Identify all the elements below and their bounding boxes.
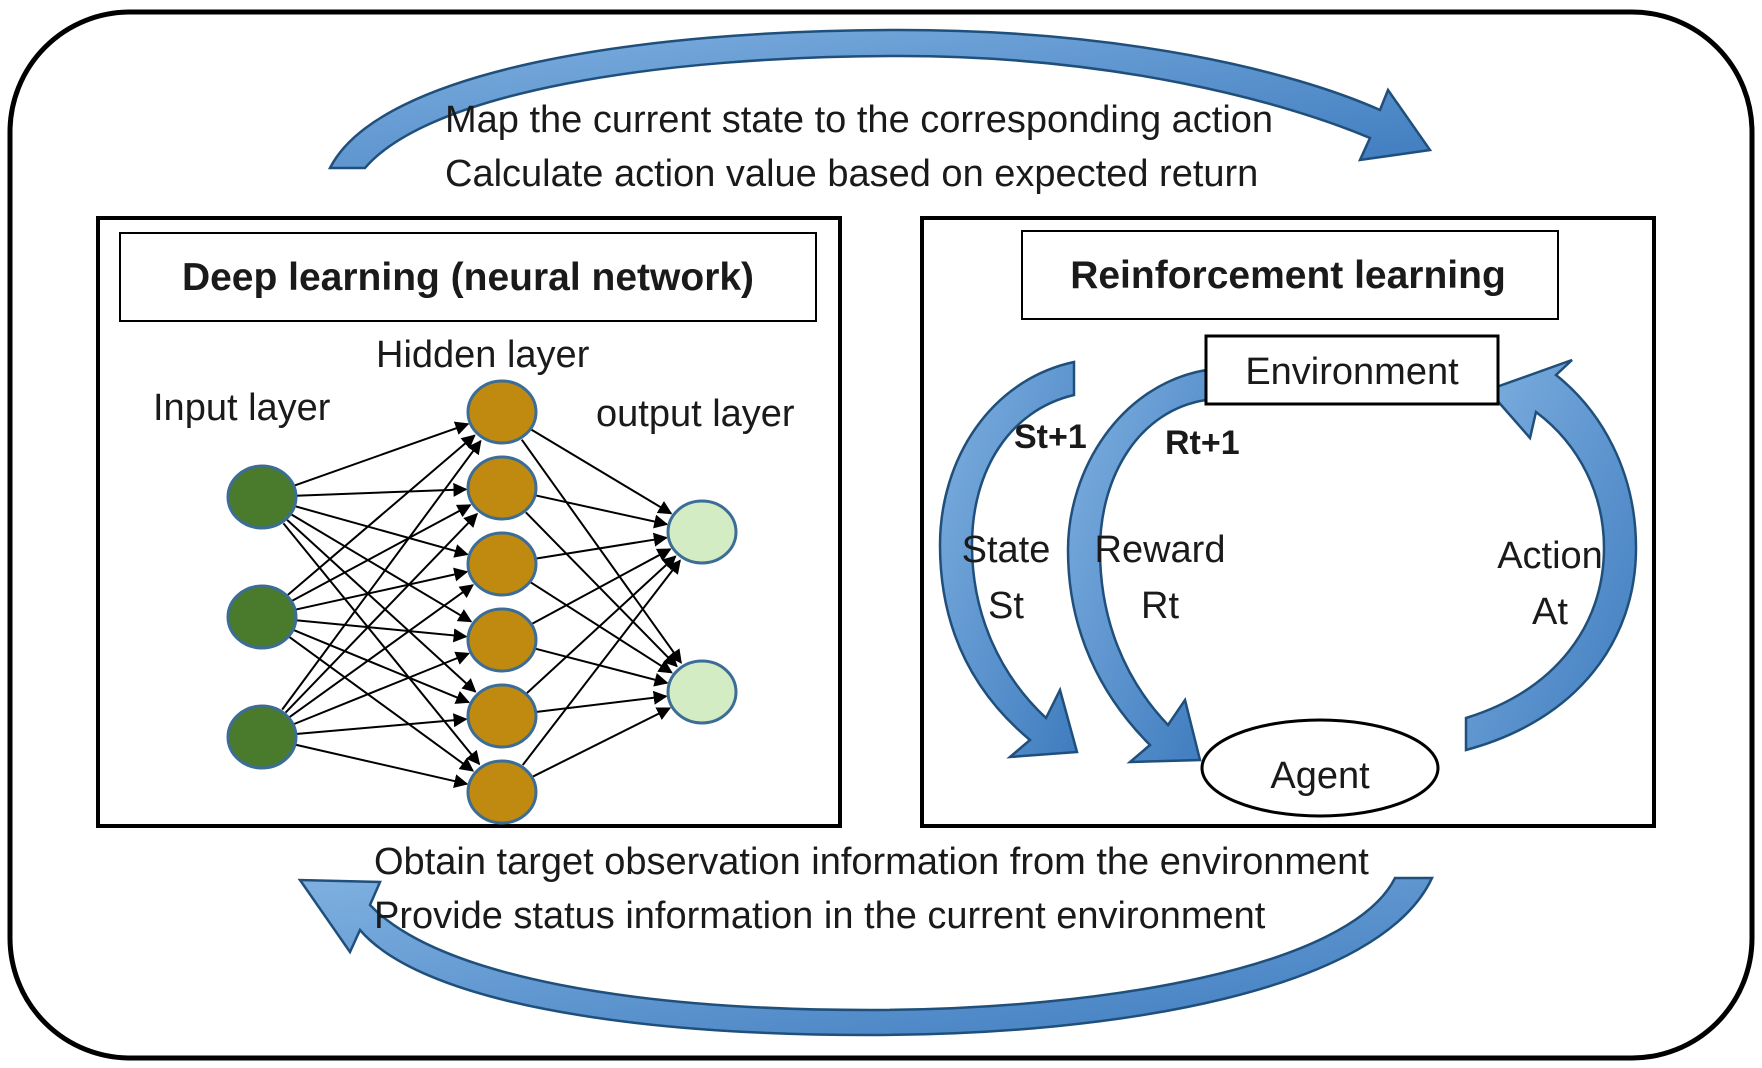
input-to-hidden-edge: [293, 421, 470, 487]
hidden-to-output-edge: [525, 511, 678, 668]
input-to-hidden-edge: [294, 743, 469, 788]
hidden-to-output-edge: [526, 555, 677, 694]
input-to-hidden-edge: [281, 439, 482, 711]
hidden-to-output-edge: [520, 439, 682, 664]
hidden-to-output-edge: [530, 428, 673, 515]
hidden-to-output-edge: [535, 690, 668, 713]
bottom-cycle-arrow: [297, 876, 1434, 1037]
outer-frame: [7, 9, 1755, 1061]
bottom-caption-line1: Obtain target observation information fr…: [374, 841, 1369, 883]
input-to-hidden-edge: [295, 482, 468, 497]
deep-learning-panel: Deep learning (neural network) Hidden la…: [96, 216, 842, 828]
hidden-to-output-edge: [531, 548, 672, 625]
reward-word-label: Reward: [1095, 529, 1226, 571]
input-node: [226, 584, 298, 650]
hidden-node: [466, 455, 538, 521]
input-to-hidden-edge: [295, 713, 468, 736]
hidden-node: [466, 607, 538, 673]
input-to-hidden-edge: [293, 629, 471, 704]
reward-next-label: Rt+1: [1165, 424, 1240, 462]
top-caption-line1: Map the current state to the correspondi…: [445, 99, 1273, 141]
environment-box: [1204, 334, 1500, 406]
state-word-label: State: [962, 529, 1051, 571]
input-to-hidden-edge: [295, 619, 468, 643]
network-connections: [281, 421, 682, 788]
bottom-caption-line2: Provide status information in the curren…: [374, 895, 1266, 937]
hidden-to-output-edge: [531, 707, 672, 778]
reinforcement-learning-panel: Reinforcement learning Environment Agent…: [920, 216, 1656, 828]
reward-symbol-label: Rt: [1141, 585, 1179, 627]
output-node: [666, 499, 738, 565]
hidden-to-output-edge: [534, 494, 669, 529]
hidden-to-output-edge: [530, 581, 673, 674]
action-word-label: Action: [1497, 535, 1603, 577]
input-to-hidden-edge: [284, 512, 478, 714]
input-to-hidden-edge: [290, 513, 473, 623]
environment-label: Environment: [1245, 351, 1459, 393]
hidden-to-output-edge: [521, 559, 681, 766]
hidden-node: [466, 531, 538, 597]
hidden-node: [466, 379, 538, 445]
state-next-label: St+1: [1014, 418, 1087, 456]
deep-learning-title: Deep learning (neural network): [182, 256, 754, 299]
input-to-hidden-edge: [288, 584, 474, 718]
state-symbol-label: St: [988, 585, 1024, 627]
hidden-node: [466, 759, 538, 825]
action-symbol-label: At: [1532, 591, 1568, 633]
reinforcement-learning-title: Reinforcement learning: [1070, 254, 1506, 297]
top-caption-line2: Calculate action value based on expected…: [445, 153, 1258, 195]
hidden-to-output-edge: [535, 532, 668, 560]
input-to-hidden-edge: [291, 504, 472, 602]
input-layer-label: Input layer: [153, 387, 331, 429]
output-layer-label: output layer: [596, 393, 795, 435]
network-nodes: [226, 379, 738, 825]
reward-arrow: [1066, 368, 1208, 764]
reinforcement-learning-title-box: [1021, 230, 1559, 320]
input-to-hidden-edge: [282, 522, 481, 766]
input-to-hidden-edge: [294, 505, 469, 558]
state-arrow: [938, 360, 1079, 759]
hidden-layer-label: Hidden layer: [376, 334, 590, 376]
hidden-node: [466, 683, 538, 749]
agent-label: Agent: [1270, 755, 1370, 797]
input-node: [226, 704, 298, 770]
input-node: [226, 464, 298, 530]
output-node: [666, 659, 738, 725]
deep-learning-title-box: [119, 232, 817, 322]
top-cycle-arrow: [327, 28, 1433, 170]
action-arrow: [1464, 358, 1638, 752]
hidden-to-output-edge: [534, 647, 669, 687]
input-to-hidden-edge: [293, 651, 470, 726]
input-to-hidden-edge: [294, 567, 469, 611]
agent-ellipse: [1200, 718, 1440, 818]
input-to-hidden-edge: [287, 434, 476, 596]
